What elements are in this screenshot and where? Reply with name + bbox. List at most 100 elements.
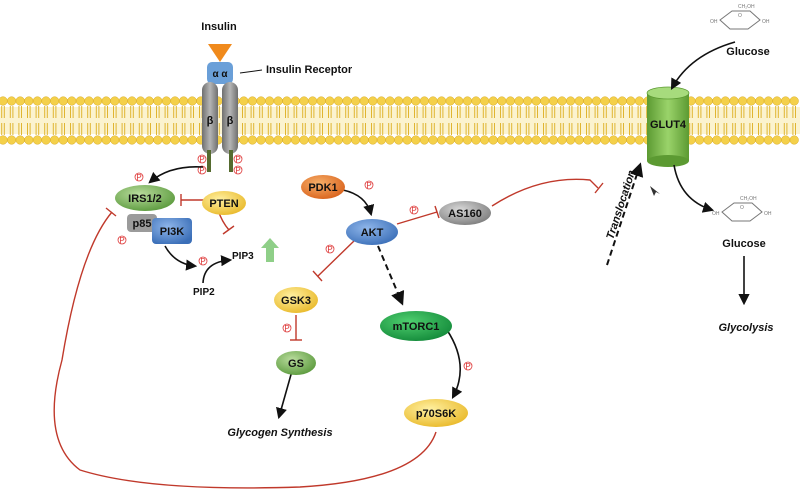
svg-text:IRS1/2: IRS1/2 [128,193,162,205]
lipid-head [290,96,300,106]
lipid-head [376,96,386,106]
lipid-head [720,96,730,106]
lipid-head [136,96,146,106]
node-as160: AS160 [439,201,491,225]
dashed-arrows [377,162,644,306]
lipid-head [712,135,722,145]
lipid-head [712,96,722,106]
lipid-head [738,135,748,145]
lipid-head [763,96,773,106]
lipid-head [101,135,111,145]
lipid-head [256,96,266,106]
svg-text:P: P [199,166,204,175]
lipid-head [591,135,601,145]
lipid-head [531,96,541,106]
arrow-receptor-to-irs [148,165,204,184]
lipid-head [566,96,576,106]
inhibit-akt-as160 [396,211,438,225]
lipid-head [50,135,60,145]
lipid-head [308,135,318,145]
translocation-label: Translocation [604,169,638,241]
svg-text:OH: OH [712,211,720,217]
lipid-head [634,96,644,106]
lipid-head [471,135,481,145]
lipid-head [127,96,137,106]
lipid-head [609,96,619,106]
lipid-head [67,135,77,145]
lipid-head [703,96,713,106]
lipid-head [84,96,94,106]
lipid-head [626,96,636,106]
svg-text:O: O [738,13,742,19]
arrow-glut4-to-glucose [673,164,715,213]
lipid-head [41,135,51,145]
lipid-head [333,96,343,106]
lipid-head [351,96,361,106]
lipid-head [497,135,507,145]
pip2-label: PIP2 [193,287,215,298]
insulin-receptor: α α β β [202,44,263,172]
lipid-head [368,96,378,106]
node-p85: p85 [127,214,157,232]
lipid-head [265,135,275,145]
lipid-head [634,135,644,145]
lipid-head [781,96,791,106]
node-pdk1: PDK1 [301,175,345,199]
glucose-ring-inside: CH₂OH OH OH O [712,196,772,222]
lipid-head [738,96,748,106]
lipid-head [411,96,421,106]
lipid-head [583,96,593,106]
svg-text:P: P [136,173,141,182]
lipid-head [763,135,773,145]
lipid-head [772,96,782,106]
glut4-label: GLUT4 [650,119,687,131]
glycogen-synthesis-label: Glycogen Synthesis [227,427,332,439]
alpha-label: α α [212,69,228,80]
lipid-head [290,135,300,145]
lipid-head [703,135,713,145]
svg-text:P: P [327,245,332,254]
lipid-head [282,135,292,145]
lipid-head [342,135,352,145]
lipid-head [720,135,730,145]
svg-text:P: P [235,166,240,175]
svg-text:P: P [366,181,371,190]
svg-text:p85: p85 [133,218,152,230]
lipid-head [523,135,533,145]
glut4-transporter: GLUT4 [646,86,690,167]
lipid-head [428,135,438,145]
lipid-head [445,135,455,145]
lipid-head [325,135,335,145]
lipid-head [187,135,197,145]
lipid-head [729,96,739,106]
lipid-head [265,96,275,106]
lipid-head [170,135,180,145]
lipid-head [179,135,189,145]
lipid-head [32,135,42,145]
lipid-head [548,96,558,106]
lipid-head [58,135,68,145]
lipid-head [505,96,515,106]
insulin-label: Insulin [201,21,237,33]
beta-label-right: β [227,115,234,127]
lipid-head [746,135,756,145]
lipid-head [15,96,25,106]
svg-text:PTEN: PTEN [209,198,238,210]
svg-text:OH: OH [710,19,718,25]
lipid-head [557,135,567,145]
lipid-head [273,96,283,106]
arrow-pdk1-to-akt [342,189,375,217]
node-akt: AKT [346,219,398,245]
inhibit-p70s6k-irs [53,211,437,489]
lipid-head [0,135,8,145]
inhibit-as160-glut4 [491,178,599,207]
inhibit-akt-gsk3 [317,239,356,277]
lipid-head [471,96,481,106]
insulin-receptor-label: Insulin Receptor [266,64,353,76]
arrow-akt-to-mtorc1 [377,245,405,306]
lipid-head [755,135,765,145]
arrow-pi3k-to-pip2 [164,245,198,271]
lipid-head [308,96,318,106]
svg-text:P: P [119,236,124,245]
lipid-head [368,135,378,145]
